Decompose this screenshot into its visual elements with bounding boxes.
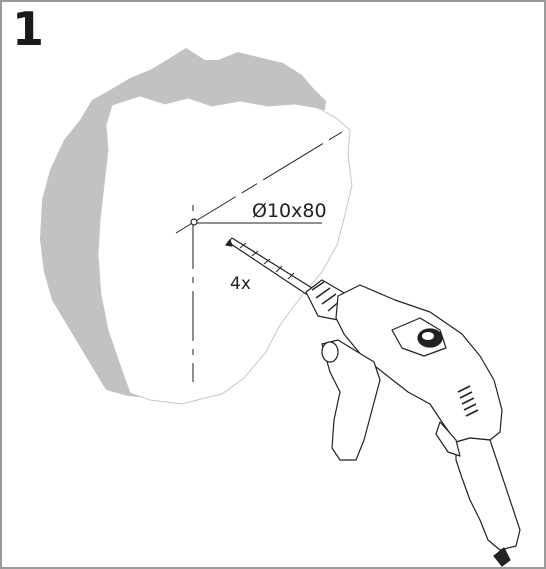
marking-lines [175, 131, 343, 382]
wall-face [97, 95, 353, 405]
power-drill-icon [225, 237, 521, 567]
hole-mark [190, 218, 198, 226]
step-number: 1 [12, 2, 45, 56]
side-handle [321, 339, 381, 461]
hole-spec-label: Ø10x80 [252, 200, 327, 222]
drill-bit [225, 237, 313, 295]
quantity-label: 4x [230, 274, 251, 294]
drill-grip [455, 437, 521, 551]
